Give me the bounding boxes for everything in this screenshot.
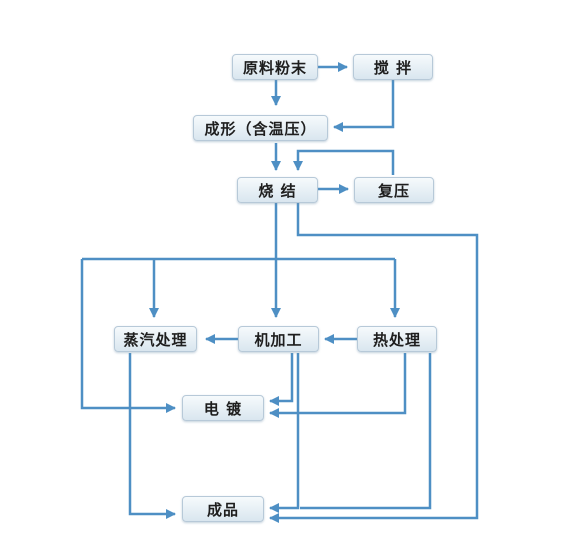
arrow-repress-loop — [293, 149, 395, 175]
arrow-machining-to-product — [269, 353, 300, 513]
node-steam-treatment: 蒸汽处理 — [114, 326, 197, 352]
node-heat-treatment: 热处理 — [357, 326, 437, 352]
node-sintering: 烧 结 — [237, 177, 318, 203]
arrow-heat-to-product — [300, 353, 432, 510]
node-machining: 机加工 — [238, 326, 319, 352]
node-raw-powder: 原料粉末 — [232, 54, 318, 80]
arrow-sintering-to-product — [269, 203, 479, 523]
node-finished-product: 成品 — [182, 496, 264, 522]
node-electroplating: 电 镀 — [182, 395, 264, 421]
node-mixing: 搅 拌 — [353, 54, 433, 80]
node-forming: 成形（含温压） — [193, 115, 328, 141]
arrow-machining-to-plating — [269, 353, 294, 406]
arrow-steam-to-product — [128, 353, 176, 519]
node-repressing: 复压 — [354, 177, 434, 203]
arrow-heat-to-plating — [269, 353, 407, 418]
arrow-bus-to-plating — [80, 259, 176, 413]
arrow-mixing-to-forming — [333, 80, 395, 132]
